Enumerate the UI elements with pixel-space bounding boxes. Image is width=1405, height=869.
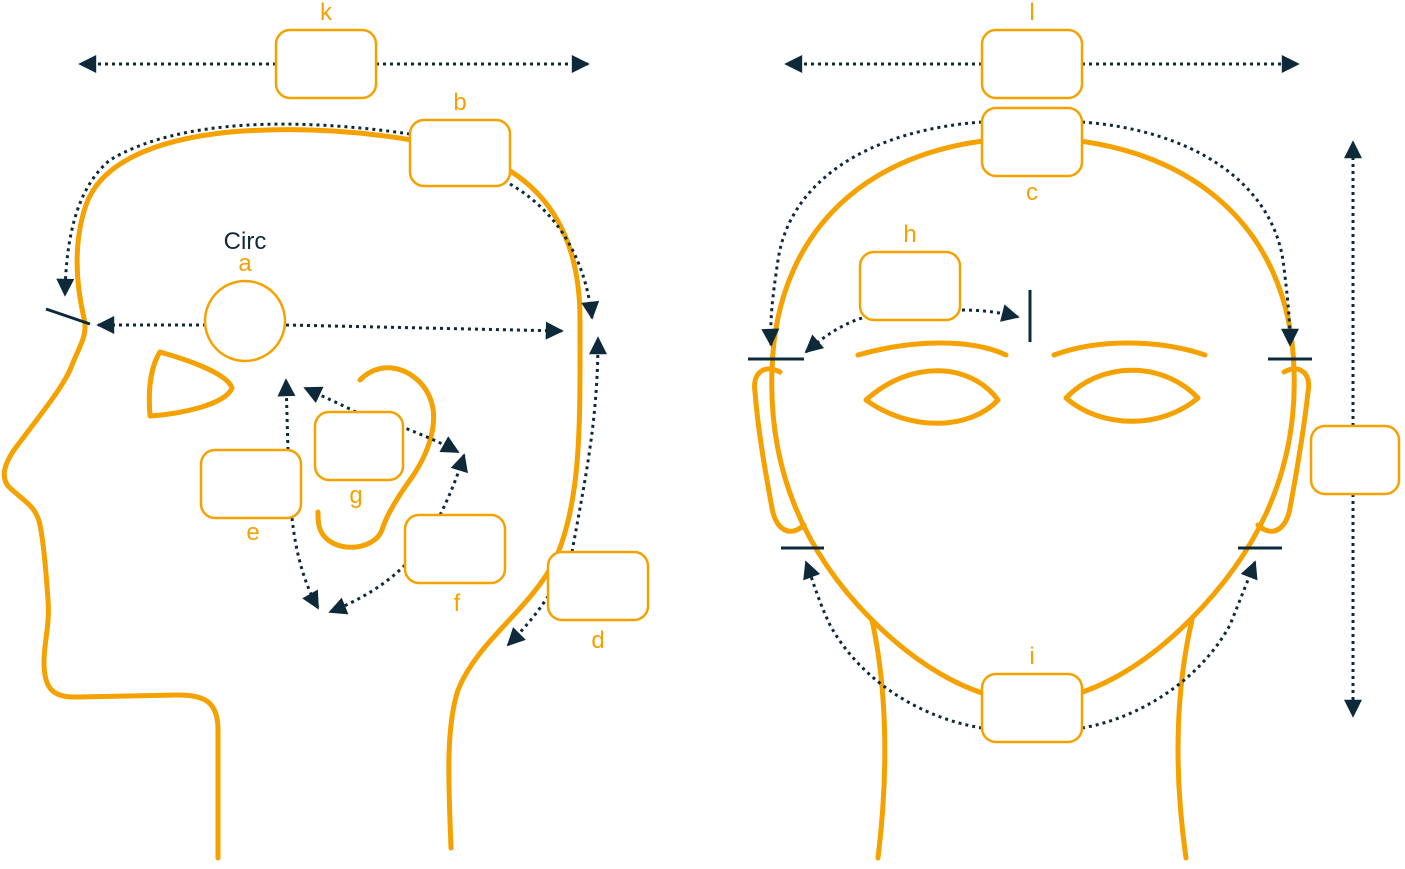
side-ear [315,365,436,550]
measure-d-box[interactable] [546,550,650,622]
measure-e-label: e [246,519,259,546]
measure-f-arrow-up [438,453,468,516]
side-view: k b Circ a d e f g [1,0,650,861]
measure-a-tick [45,307,91,326]
measure-b-label: b [453,89,466,116]
measure-a-arrow-right [285,321,564,340]
front-ear-right [1255,366,1312,534]
measure-g-arrow-left [303,386,357,414]
measure-d-arc-down [506,589,554,647]
measure-g-arrow-right [399,424,460,454]
measure-e-box[interactable] [199,448,303,520]
measure-k-label: k [320,0,333,26]
measure-c-arc-right [1081,120,1299,347]
measure-g-box[interactable] [313,410,405,482]
circ-label: Circ [224,228,267,255]
front-ear-left [752,366,807,534]
measure-height-box[interactable] [1309,424,1401,496]
measure-b-box[interactable] [408,118,512,188]
measure-i-label: i [1029,643,1034,670]
measure-a-label: a [238,250,252,277]
front-eye-right [1063,367,1201,424]
front-neck-left [869,617,888,861]
measure-a-circle[interactable] [203,279,287,363]
measure-b-arc-right [509,182,600,320]
front-view: l c h i [748,0,1401,861]
measure-f-label: f [454,590,461,617]
measure-d-label: d [591,627,604,654]
measure-h-label: h [903,221,916,248]
measure-i-arc-left [803,560,983,730]
measure-c-arc-left [761,120,983,347]
front-eye-left [863,368,1001,426]
measure-h-arrow-left [804,316,863,354]
measure-i-box[interactable] [980,672,1084,744]
measure-e-arrow-down [290,517,320,610]
measure-k-box[interactable] [274,28,378,100]
front-brow-right [1051,340,1208,358]
measure-f-box[interactable] [403,513,507,585]
front-neck-right [1175,617,1195,861]
side-head-outline [1,127,583,861]
side-eye [146,349,235,419]
measure-f-arrow-down [328,563,407,615]
front-face-outline [769,135,1297,705]
measure-l-label: l [1029,0,1034,26]
measure-e-arrow-up [277,378,296,451]
measure-i-arc-right [1081,560,1258,730]
measure-c-label: c [1026,179,1038,206]
measure-h-box[interactable] [858,250,962,322]
measure-h-arrow-right [961,304,1020,322]
measure-l-box[interactable] [980,28,1084,100]
front-brow-left [855,340,1009,358]
measure-g-label: g [349,482,362,509]
measure-c-box[interactable] [980,106,1084,178]
